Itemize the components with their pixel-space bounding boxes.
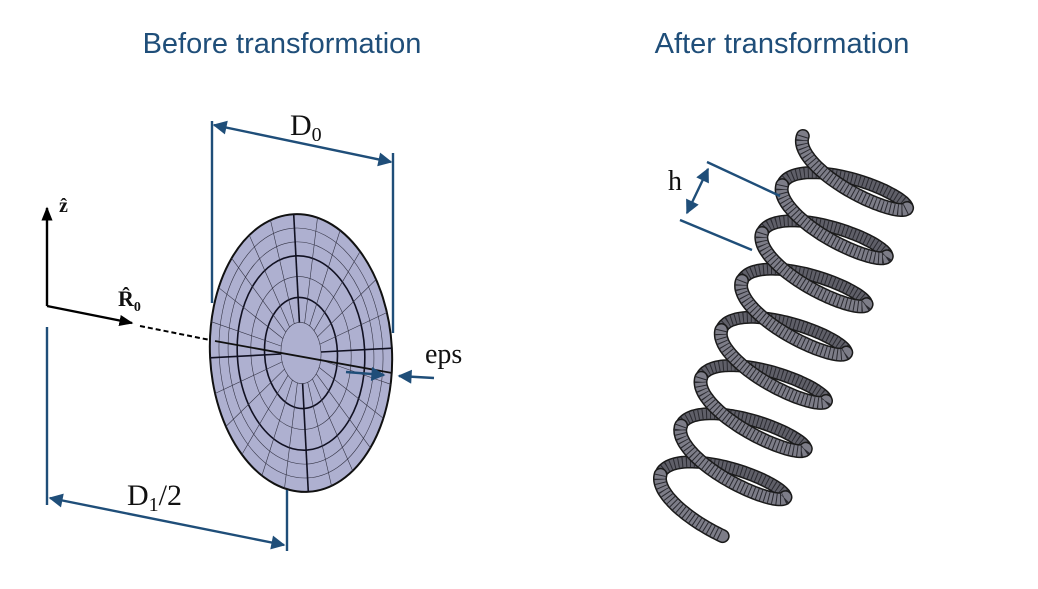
dimension-eps: eps	[345, 339, 462, 384]
d1-dimension-arrow	[48, 493, 286, 550]
disk-mesh-radial	[218, 287, 284, 339]
disk-mesh-radial	[270, 220, 295, 324]
spring-coil-front-mesh	[674, 423, 791, 505]
disk-mesh-radial	[249, 235, 290, 328]
disk-mesh-radial	[316, 373, 371, 448]
spring-coil-back	[676, 408, 811, 454]
spring-coil-back	[777, 167, 913, 213]
d1-label: D1/2	[127, 479, 182, 516]
disk-mesh-radial	[320, 347, 392, 353]
disk-mesh-radial	[284, 382, 298, 489]
disk-mesh-radial	[312, 378, 353, 471]
spring-coil-front	[776, 179, 893, 264]
disk-mesh-radial	[309, 230, 341, 327]
dimension-h: h	[668, 160, 781, 252]
spring-coil-back	[716, 312, 852, 358]
spring-coil-front-mesh	[755, 231, 872, 312]
h-extension-bottom	[679, 218, 753, 252]
helical-spring	[653, 129, 915, 544]
r-axis-label: R̂0	[118, 286, 141, 315]
h-extension-top	[706, 160, 781, 198]
disk-mesh-radial	[211, 321, 282, 347]
d0-label: D0	[290, 109, 322, 146]
disk-mesh-radial	[304, 217, 318, 324]
disk-mesh-radial	[231, 258, 286, 333]
disk-mesh-radial	[313, 251, 361, 331]
spring-coil-front-mesh	[654, 473, 726, 542]
h-label: h	[668, 166, 682, 197]
disk-mesh-radial	[214, 361, 283, 394]
spring-coil-front	[654, 469, 729, 542]
disk-mesh-radial	[317, 279, 377, 338]
disk-mesh-radial	[318, 367, 384, 419]
disk-mesh-radial	[210, 353, 282, 359]
title-before: Before transformation	[143, 28, 422, 60]
spring-coil-back	[737, 264, 872, 310]
eps-arrow-right	[397, 369, 435, 384]
disk-mesh-radial	[292, 214, 301, 323]
disk-mesh-radial	[301, 383, 310, 492]
disk-outline	[208, 213, 394, 493]
z-axis-label: ẑ	[59, 195, 68, 217]
axis-dashed-line	[139, 325, 216, 342]
dimension-d0: D0	[210, 109, 395, 333]
spring-coil-back-mesh	[757, 215, 892, 258]
disk-mesh-radial	[319, 312, 388, 345]
eps-arrow-left	[345, 367, 386, 381]
disk-mesh-radial	[261, 379, 293, 476]
d0-dimension-arrow	[212, 120, 393, 167]
h-dimension-arrow	[685, 167, 710, 215]
disk-mesh-radial	[307, 382, 332, 486]
r-axis-arrow	[46, 304, 134, 327]
spring-coil-back	[696, 360, 832, 406]
spring-coil-front	[715, 324, 832, 409]
spring-coil-front-mesh	[694, 376, 812, 457]
dimension-d1-half: D1/2	[45, 327, 289, 551]
spring-coil-back	[655, 457, 791, 503]
eps-label: eps	[425, 339, 462, 370]
disk-axis-line	[214, 340, 393, 374]
disk-mesh	[208, 213, 394, 493]
disk-mesh-radial	[225, 368, 285, 427]
axes: ẑ R̂0	[41, 195, 216, 342]
spring-coil-front-mesh	[796, 134, 913, 216]
disk-mesh-radial	[241, 375, 289, 455]
title-after: After transformation	[655, 28, 910, 60]
spring-coil-front-mesh	[735, 278, 852, 361]
